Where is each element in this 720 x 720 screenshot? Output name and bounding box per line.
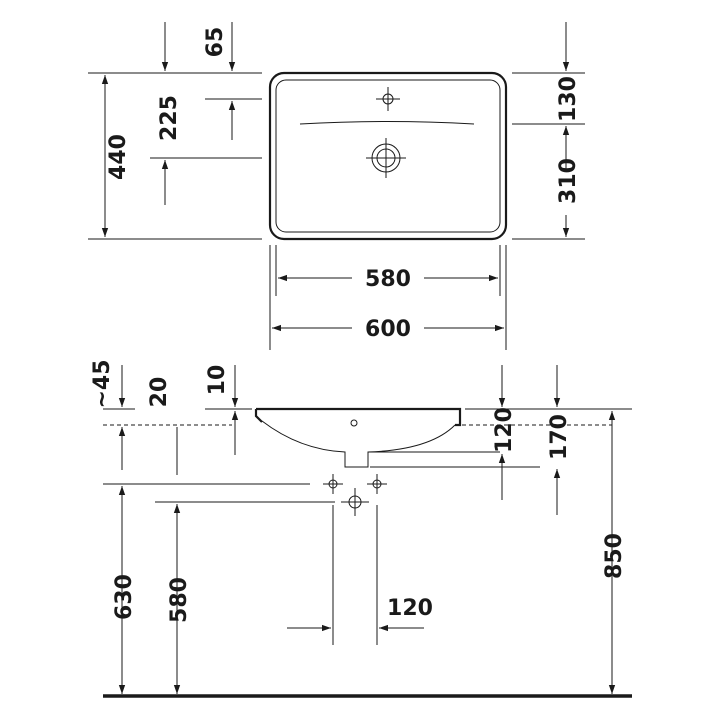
dim-45: ~45	[90, 359, 115, 408]
tap-hole-icon	[376, 87, 400, 111]
dim-850: 850	[602, 533, 627, 579]
dim-120-vertical: 120	[492, 407, 517, 453]
dim-65: 65	[203, 27, 228, 58]
basin-inner-outline	[275, 79, 501, 233]
dim-120-horizontal: 120	[387, 596, 433, 621]
dim-630: 630	[112, 574, 137, 620]
side-view: ~45 20 10 120 170 850 630 580 120	[90, 359, 632, 698]
top-view: 440 65 225 130 310 580 600	[88, 22, 585, 350]
dim-580-vertical: 580	[167, 577, 192, 623]
drain-hole-icon	[366, 138, 406, 178]
dim-600-width: 600	[365, 317, 411, 342]
basin-bowl-edge	[299, 121, 475, 125]
basin-side-profile	[254, 407, 540, 468]
dim-170: 170	[547, 414, 572, 460]
dim-580-width: 580	[365, 267, 411, 292]
dim-130: 130	[556, 76, 581, 122]
waste-outlet-icon	[341, 488, 369, 516]
dim-20: 20	[147, 377, 172, 408]
dim-440: 440	[106, 134, 131, 180]
basin-outer-outline	[268, 71, 508, 241]
supply-valve-icon	[323, 474, 387, 494]
dim-310: 310	[556, 158, 581, 204]
dim-225: 225	[157, 95, 182, 141]
dim-10: 10	[205, 365, 230, 396]
